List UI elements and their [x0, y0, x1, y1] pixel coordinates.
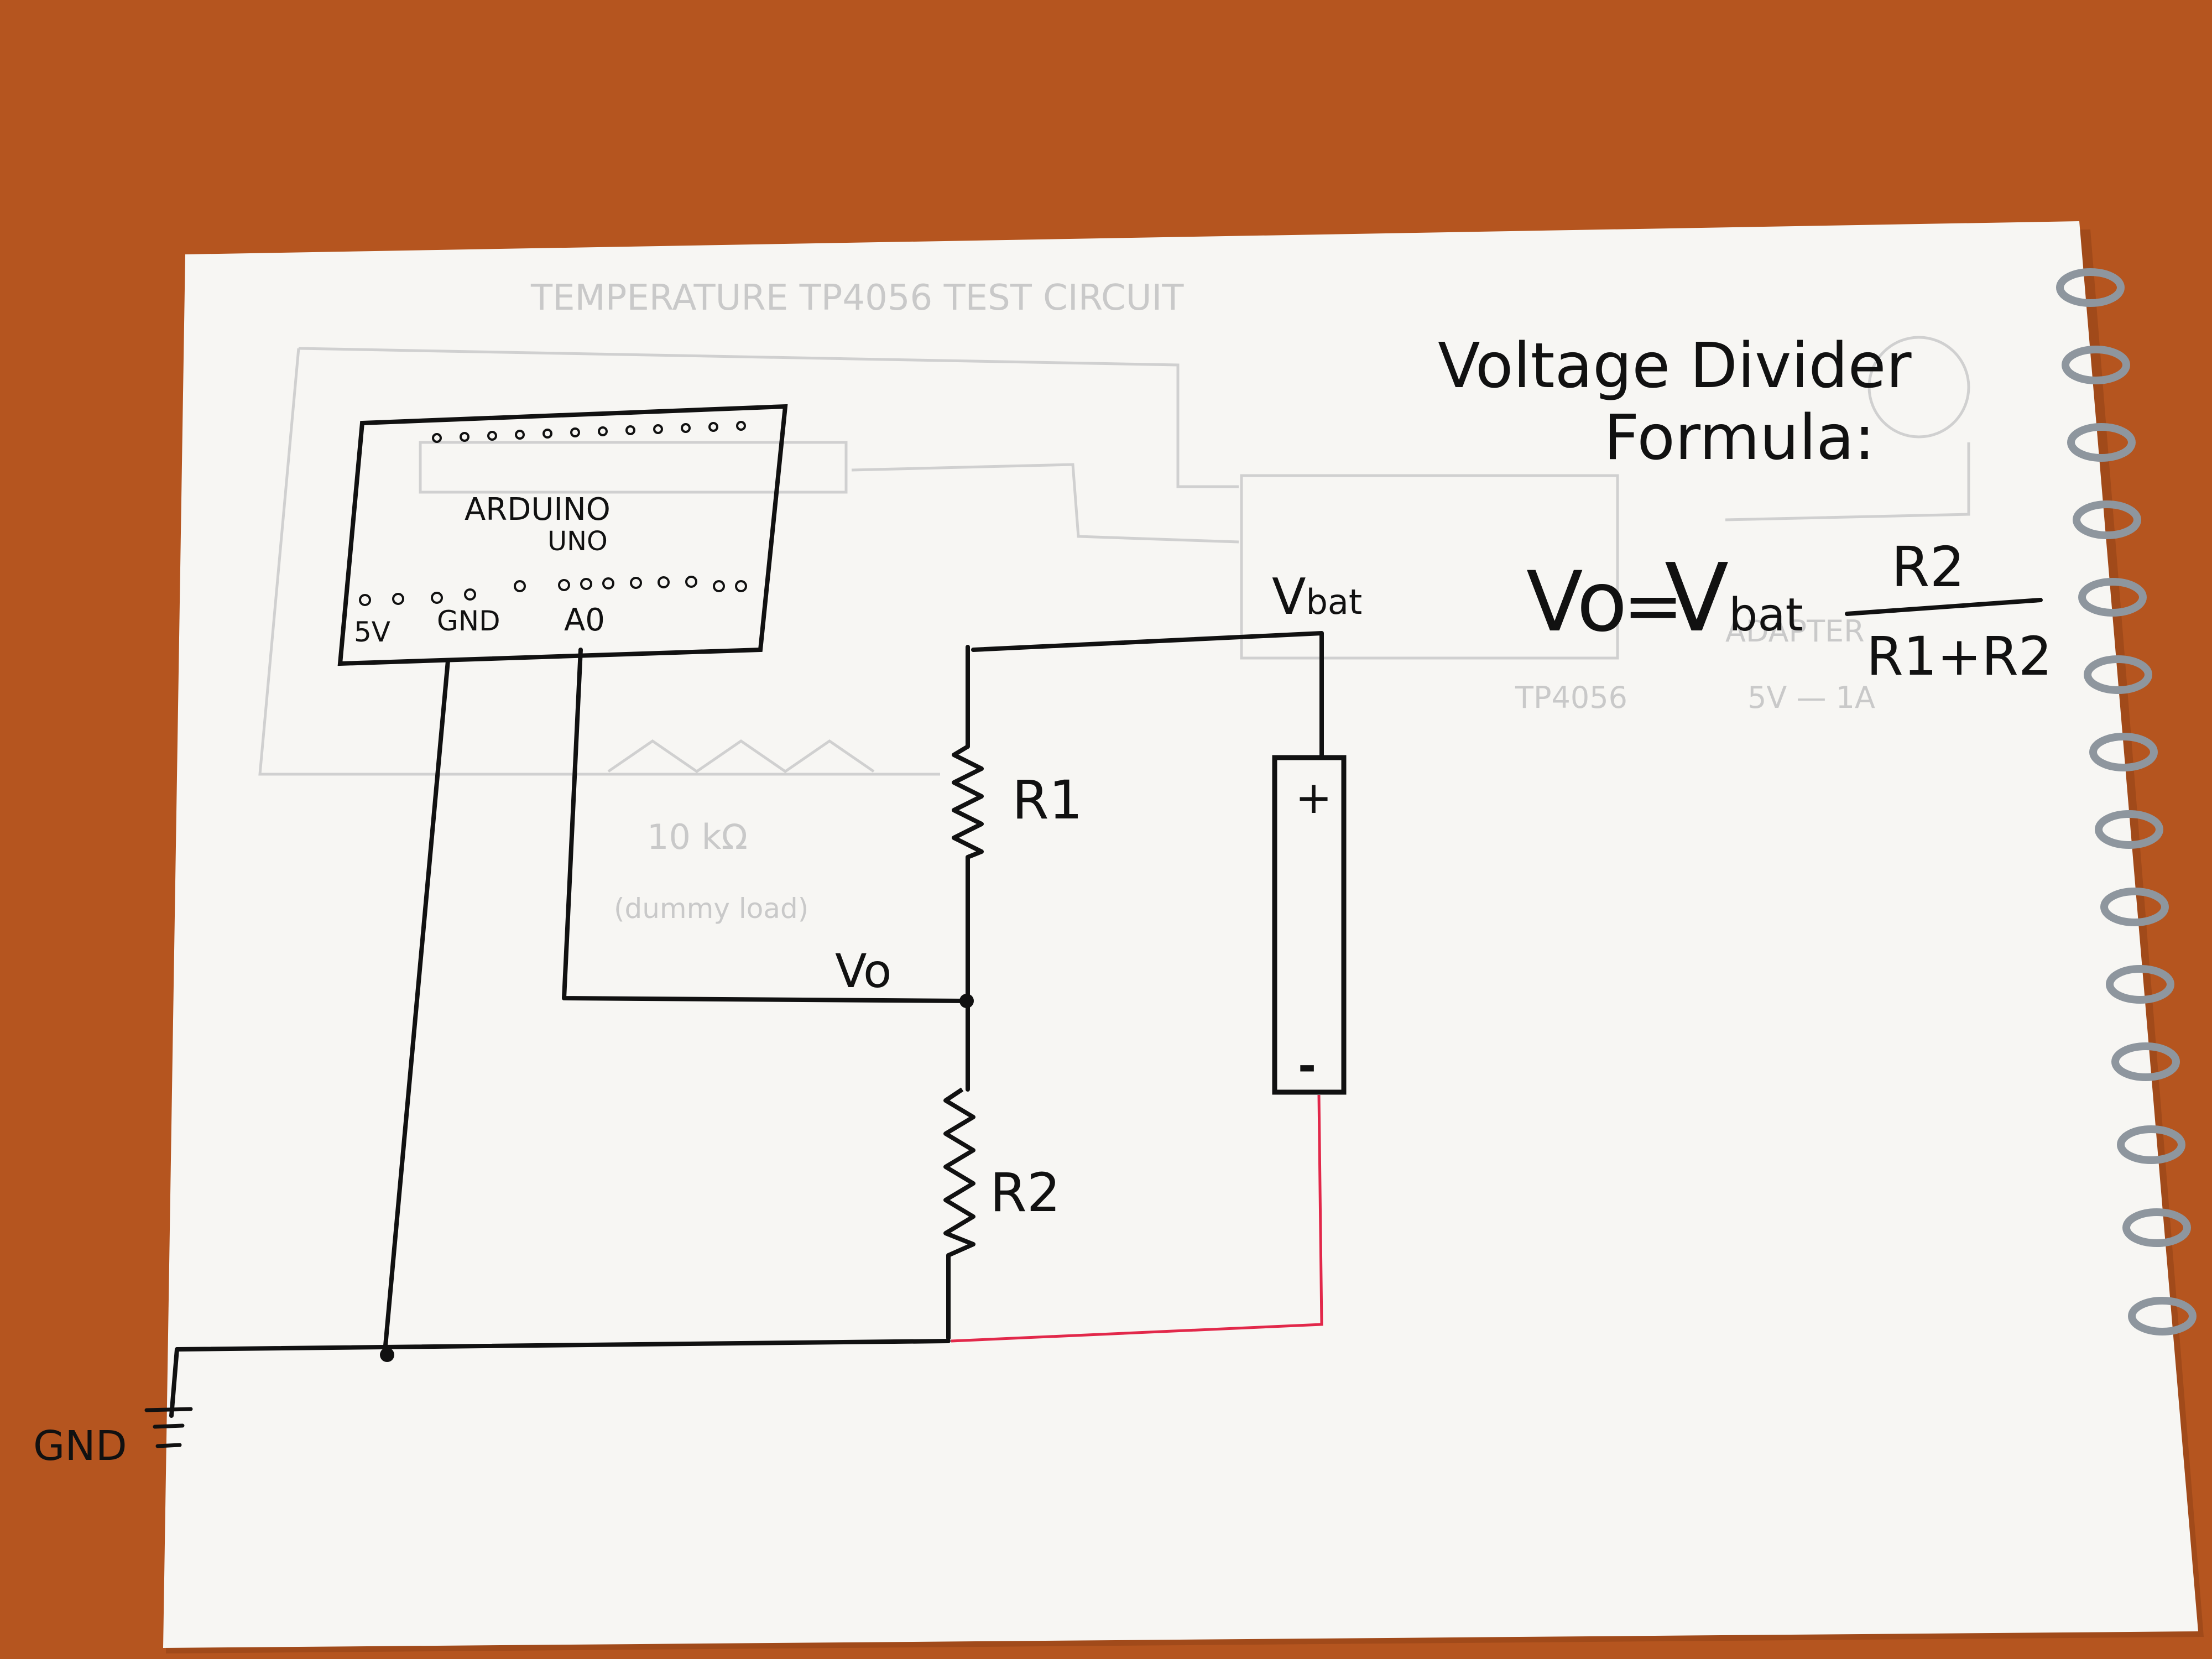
faint-adapter-label: ADAPTER: [1725, 614, 1865, 649]
arduino-model: UNO: [547, 526, 608, 557]
battery-plus: +: [1295, 772, 1332, 823]
battery-minus: -: [1298, 1040, 1316, 1092]
formula-vbat: Vbat: [1665, 544, 1803, 653]
resistor-r2: [943, 1087, 975, 1258]
r2-label: R2: [990, 1162, 1061, 1224]
faint-module-label: TP4056: [1515, 680, 1627, 715]
faint-title-text: TEMPERATURE TP4056 TEST CIRCUIT: [530, 278, 1184, 319]
fraction-bar: [1845, 598, 2043, 616]
battery: [1272, 755, 1347, 1095]
formula-denominator: R1+R2: [1866, 625, 2052, 687]
vo-label: Vo: [835, 944, 891, 998]
formula-equals: =: [1623, 564, 1683, 648]
arduino-header-holes: [359, 421, 747, 606]
formula-title: Voltage Divider: [1438, 330, 1912, 402]
pin-label-a0: A0: [564, 602, 605, 638]
arduino-name: ARDUINO: [465, 492, 611, 528]
arduino-board: [337, 404, 788, 666]
notebook-page: [163, 221, 2198, 1648]
faint-adapter-spec: 5V — 1A: [1747, 680, 1875, 715]
faint-pencil-drawing: [258, 336, 1970, 776]
junction-vo: [959, 994, 974, 1008]
formula-subtitle: Formula:: [1604, 402, 1875, 474]
resistor-r1: [952, 744, 984, 859]
vbat-label: Vbat: [1272, 568, 1362, 626]
spiral-binding: [2056, 268, 2197, 1335]
pin-label-gnd: GND: [437, 605, 500, 637]
gnd-label: GND: [33, 1422, 127, 1470]
ground-symbol: [144, 1407, 193, 1448]
junction-gnd: [380, 1348, 394, 1362]
r1-label: R1: [1012, 769, 1083, 831]
faint-resistor-note: (dummy load): [614, 893, 808, 925]
red-wire: [951, 1094, 1323, 1343]
faint-resistor-value: 10 kΩ: [647, 817, 748, 857]
formula-numerator: R2: [1891, 535, 1965, 599]
circuit-wires: [169, 631, 1324, 1418]
pin-label-5v: 5V: [354, 616, 390, 648]
formula-vo: Vo: [1526, 554, 1627, 650]
